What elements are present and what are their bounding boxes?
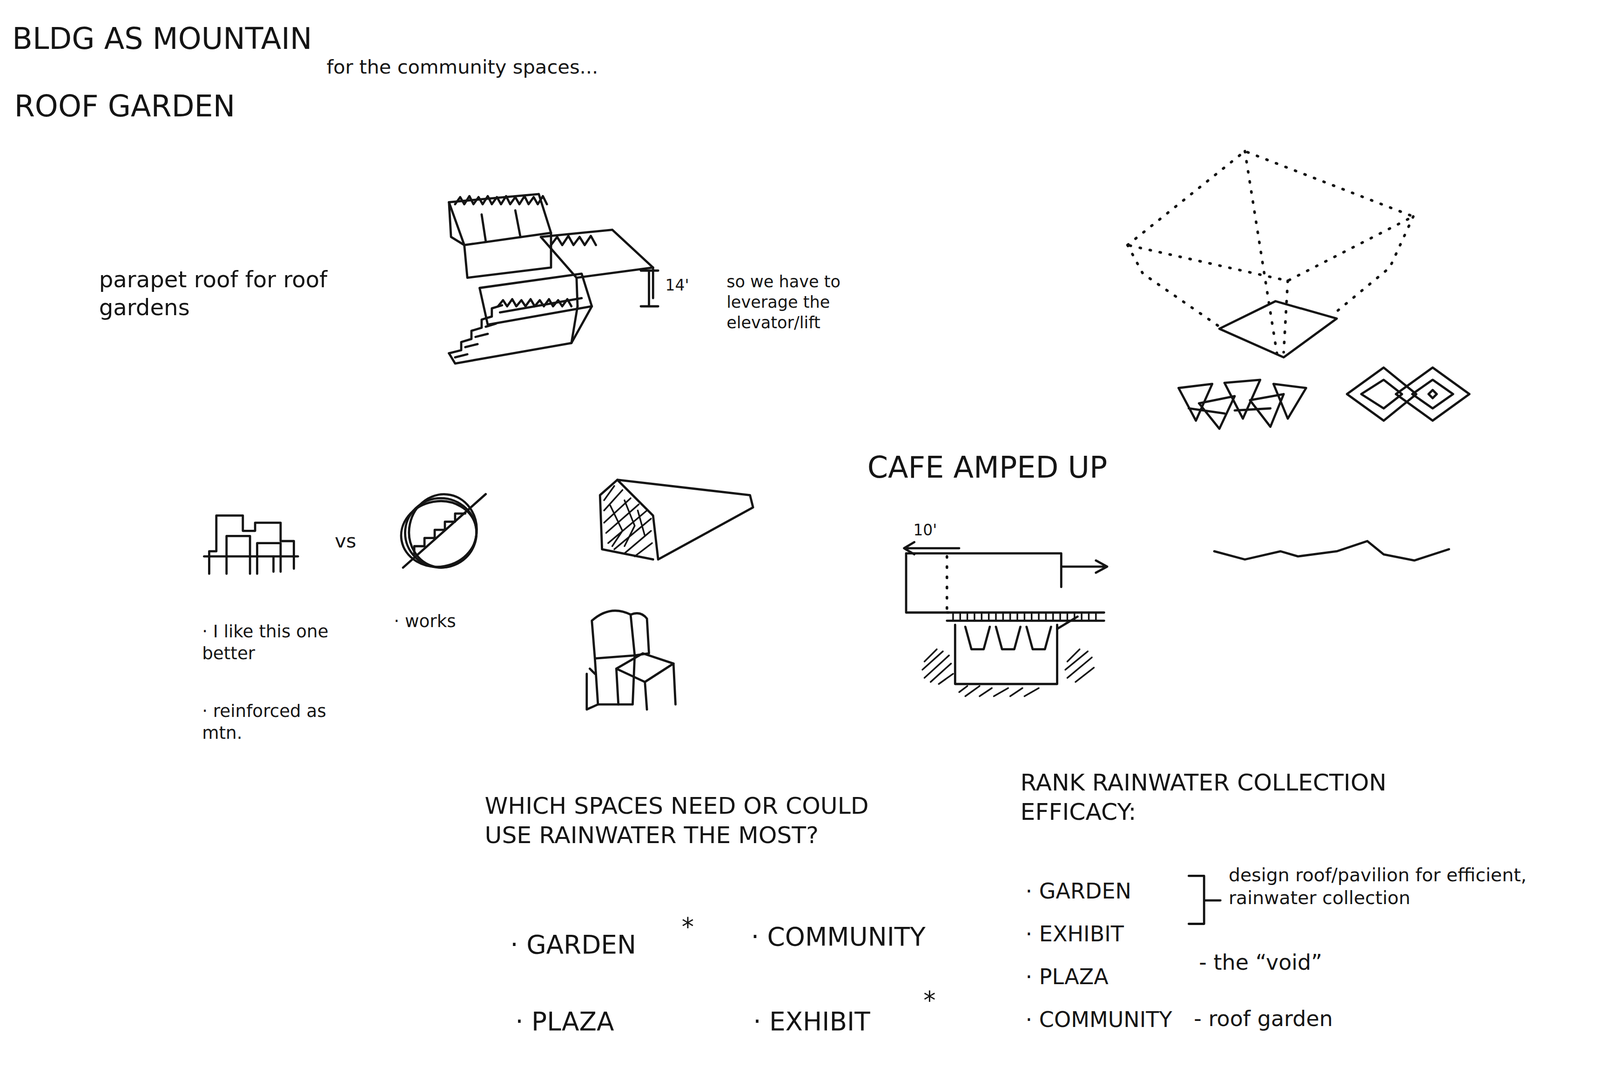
zigzag-roof-sketch	[1214, 540, 1449, 561]
pattern-sketches	[1178, 367, 1470, 430]
long-box-sketch	[599, 479, 753, 560]
sketch-note: · reinforced as mtn.	[201, 699, 345, 744]
sketch-note: · I like this one better	[201, 620, 356, 664]
sketch-note: RANK RAINWATER COLLECTION EFFICACY:	[1020, 767, 1501, 827]
sketch-note: parapet roof for roof gardens	[99, 265, 355, 322]
sketch-note: vs	[334, 528, 357, 553]
bracket	[1188, 875, 1221, 924]
sketch-note: · GARDEN	[1025, 877, 1132, 905]
sketch-note: · COMMUNITY	[751, 920, 926, 953]
sketch-note: WHICH SPACES NEED OR COULD USE RAINWATER…	[484, 790, 873, 850]
height-dimension	[640, 270, 659, 307]
sketch-note: CAFE AMPED UP	[867, 449, 1108, 486]
sketch-note: for the community spaces...	[326, 54, 599, 80]
roof-garden-sketch	[449, 194, 654, 364]
sketch-note: *	[923, 984, 936, 1016]
sketch-note: BLDG AS MOUNTAIN	[12, 20, 312, 58]
sketch-note: design roof/pavilion for efficient, rain…	[1228, 863, 1588, 910]
dotted-pyramid-sketch	[1127, 151, 1414, 358]
stacked-cubes-sketch	[586, 610, 676, 710]
sketch-note: *	[681, 911, 694, 942]
stepped-massing-sketch	[204, 515, 299, 574]
sketch-note: · COMMUNITY	[1025, 1006, 1173, 1034]
sketch-note: 10'	[913, 520, 937, 540]
sketch-note: · PLAZA	[515, 1005, 614, 1038]
sketch-note: · PLAZA	[1025, 963, 1109, 991]
crossed-circle-sketch	[396, 487, 486, 574]
sketch-note: · works	[393, 610, 456, 632]
sketch-note: so we have to leverage the elevator/lift	[726, 271, 906, 333]
sketch-note: · GARDEN	[510, 928, 637, 961]
sketch-note: ROOF GARDEN	[14, 87, 236, 125]
sketch-note: · EXHIBIT	[752, 1005, 871, 1038]
sketch-note: · EXHIBIT	[1025, 920, 1124, 948]
sketch-note: 14'	[665, 275, 690, 295]
sketch-note: - the “void”	[1198, 948, 1323, 976]
cafe-section-sketch	[904, 541, 1108, 696]
sketch-note: - roof garden	[1193, 1005, 1333, 1033]
